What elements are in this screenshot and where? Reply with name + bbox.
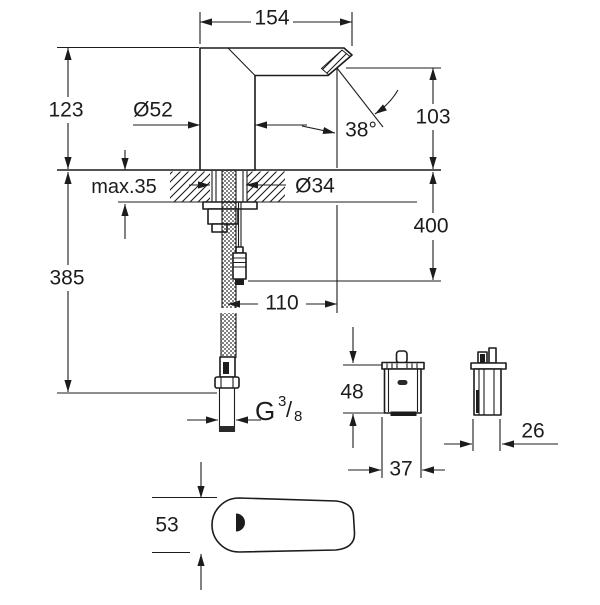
- thread-denominator-label: 8: [294, 408, 302, 425]
- dim-hose-drop: 385: [49, 172, 85, 392]
- dim-outlet-height-label: 103: [415, 106, 450, 129]
- dim-spout-width: 154: [200, 7, 352, 30]
- thread-prefix-label: G: [255, 396, 275, 426]
- thread-numerator-label: 3: [278, 393, 286, 410]
- dim-top-view-depth: 53: [155, 462, 205, 590]
- dim-outlet-height: 103: [415, 68, 451, 169]
- dim-base-diameter: Ø52: [133, 99, 307, 129]
- dim-top-view-depth-label: 53: [155, 514, 178, 537]
- thread-slash-label: /: [286, 397, 293, 422]
- hose-thread-end: [218, 388, 236, 432]
- faucet-top-view: [211, 497, 356, 553]
- dim-base-diameter-label: Ø52: [133, 99, 173, 122]
- dim-hole-diameter-label: Ø34: [295, 175, 335, 198]
- dim-depth-below-deck-label: 400: [413, 215, 448, 238]
- dim-box-height: 48: [340, 327, 364, 448]
- sensor-cable-plug: [232, 202, 247, 285]
- dim-box-depth: 26: [444, 420, 558, 448]
- sensor-window: [236, 513, 246, 532]
- control-box-front: [381, 350, 425, 416]
- dim-thread-size: G 3 / 8: [187, 393, 302, 426]
- dim-hole-diameter: Ø34: [189, 175, 335, 198]
- dim-deck-thickness: max.35: [91, 150, 157, 239]
- faucet-side-view: [199, 47, 353, 171]
- aerator-face: [320, 49, 351, 76]
- dim-box-width: 37: [348, 458, 445, 481]
- countertop-section: [57, 169, 441, 203]
- dim-spout-width-label: 154: [254, 7, 289, 30]
- dim-deck-thickness-label: max.35: [91, 176, 157, 198]
- check-valve-fitting: [214, 356, 240, 389]
- dim-body-height: 123: [48, 48, 84, 169]
- dim-spout-reach: 110: [228, 292, 337, 315]
- dim-box-depth-label: 26: [521, 420, 544, 443]
- dim-body-height-label: 123: [48, 99, 83, 122]
- dim-box-height-label: 48: [340, 381, 363, 404]
- dim-box-width-label: 37: [389, 458, 412, 481]
- dim-hose-drop-label: 385: [49, 267, 84, 290]
- dim-spray-angle: 38°: [301, 67, 399, 142]
- dim-spout-reach-label: 110: [265, 292, 298, 315]
- dim-depth-below-deck: 400: [413, 172, 449, 280]
- reference-lines: [57, 12, 501, 554]
- brand-logo-mark: [397, 380, 408, 385]
- dim-spray-angle-label: 38°: [345, 119, 377, 142]
- control-box-side: [470, 347, 507, 416]
